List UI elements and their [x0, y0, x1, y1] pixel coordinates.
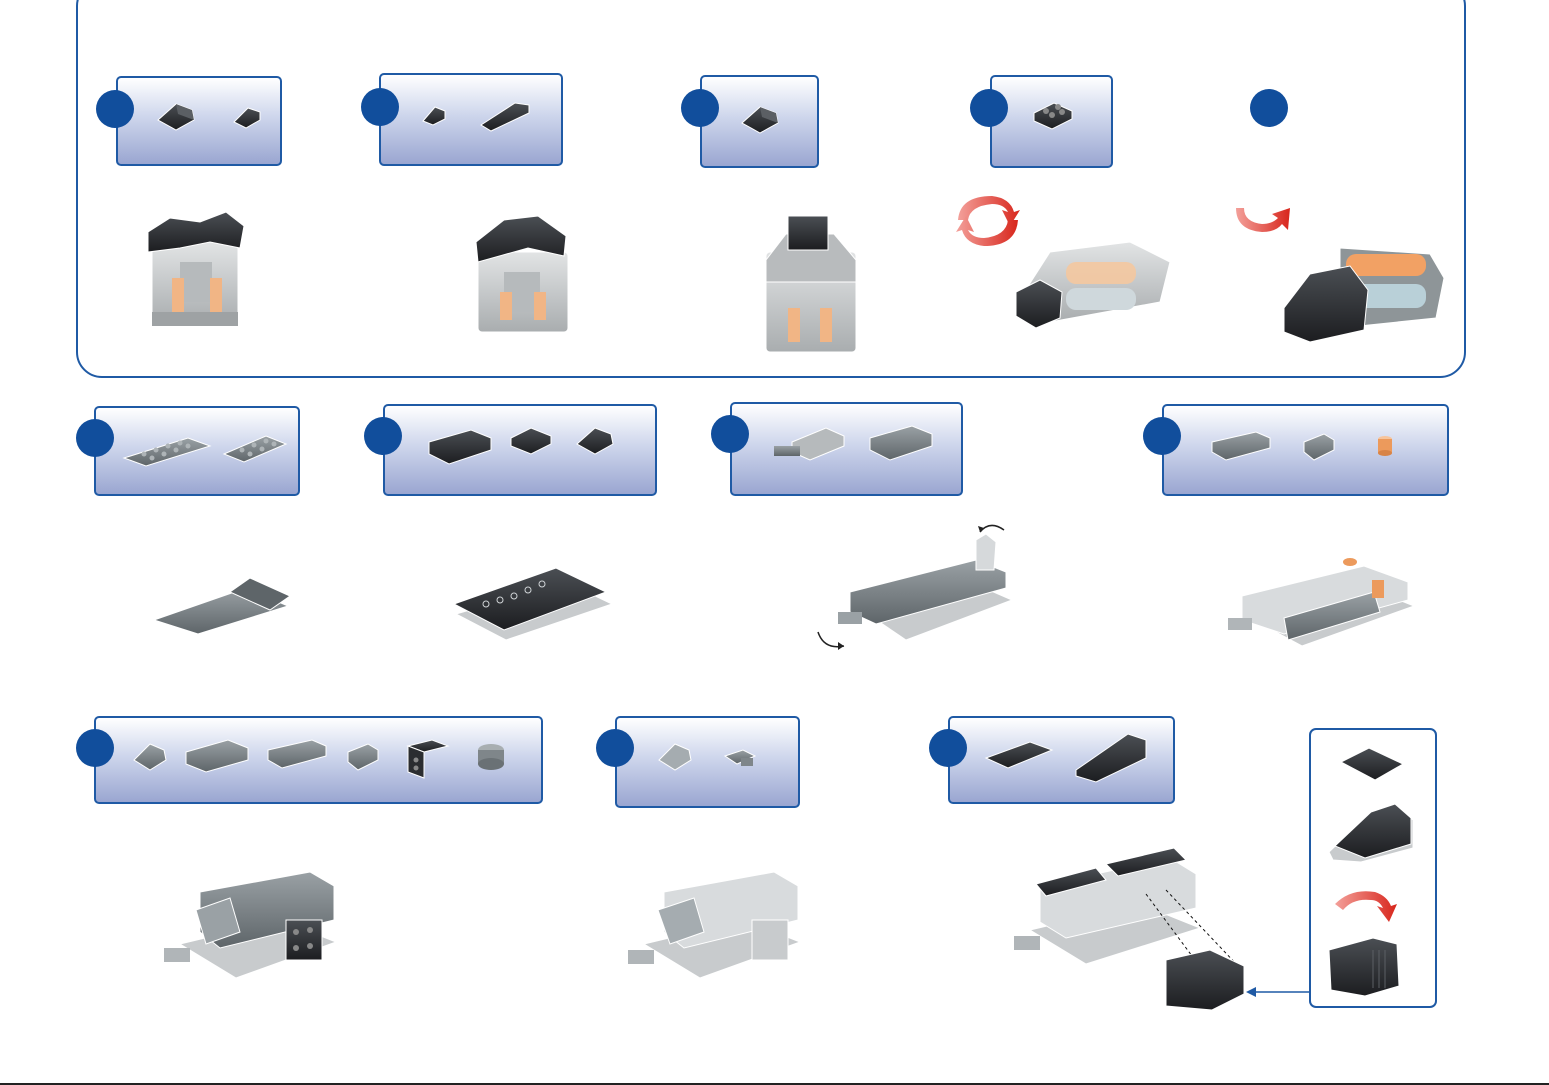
step-number-badge	[1143, 417, 1181, 455]
brick-2x4-grey-piece	[868, 422, 934, 464]
step-number-badge	[364, 417, 402, 455]
slope-2x2-black-piece	[573, 422, 617, 458]
slope-2x4-black-piece	[1325, 800, 1415, 866]
bracket-black-piece	[402, 736, 452, 782]
rotate-arrow-icon	[1331, 886, 1403, 926]
parts-box-step-10	[94, 716, 543, 804]
round-2x2-grey-piece	[474, 740, 508, 774]
plate-2x4-black-piece	[984, 738, 1054, 774]
body-stage-6-model	[624, 864, 806, 982]
plate-2x2-black-piece	[509, 424, 553, 458]
step-number-badge	[96, 90, 134, 128]
parts-box-step-4	[990, 75, 1113, 168]
cockpit-model-stage-2	[468, 212, 580, 340]
sub-assembly-callout	[1309, 728, 1437, 1008]
parts-box-step-6	[94, 406, 300, 496]
parts-box-step-9	[1162, 404, 1449, 496]
slope-2x4-black-piece	[1074, 728, 1148, 784]
plate-2x4-dark-piece	[222, 432, 288, 468]
parts-box-step-12	[948, 716, 1175, 804]
cockpit-model-stage-3	[758, 212, 864, 358]
plate-2x6-dark-piece	[122, 434, 212, 470]
cockpit-model-stage-4-rotated	[1010, 232, 1176, 332]
slope-2x2-grey-piece	[130, 738, 170, 774]
slope-2x2-dark-piece	[738, 101, 782, 137]
parts-box-step-8	[730, 402, 963, 496]
cockpit-model-stage-5-rotated	[1280, 238, 1446, 344]
slope-insertion-piece	[1136, 886, 1248, 1012]
plate-2x2-dark-piece	[1030, 99, 1076, 133]
parts-box-step-11	[615, 716, 800, 808]
hinge-brick-grey-piece	[770, 422, 846, 464]
base-stage-4-model	[1224, 544, 1420, 648]
slope-1x2-dark-piece	[419, 101, 451, 129]
parts-box-step-2	[379, 73, 563, 166]
step-number-badge	[361, 88, 399, 126]
plate-2x4-black-piece	[1339, 744, 1405, 788]
brick-2x4-grey-piece	[184, 736, 250, 776]
slope-1x3-dark-piece	[477, 97, 533, 133]
parts-box-step-3	[700, 75, 819, 168]
brick-1x4-grey-piece	[266, 738, 328, 770]
step-number-badge	[929, 729, 967, 767]
body-stage-5-model	[160, 862, 342, 982]
slope-2x2-light-piece	[655, 738, 695, 774]
slope-1x2-dark-piece	[230, 102, 266, 132]
slope-assembled-black-piece	[1325, 928, 1415, 1000]
step-number-badge	[1250, 89, 1288, 127]
clip-plate-grey-piece	[723, 746, 757, 770]
step-number-badge	[970, 89, 1008, 127]
base-plate-model	[150, 574, 294, 636]
rotate-flip-arrow-icon	[1232, 194, 1294, 238]
base-stage-2-model	[446, 560, 616, 642]
step-number-badge	[76, 729, 114, 767]
brick-1x2-grey-piece	[1302, 432, 1336, 462]
pointer-arrow-icon	[1244, 984, 1314, 1000]
slope-2x2-dark-piece	[154, 98, 198, 134]
parts-box-step-1	[116, 76, 282, 166]
cockpit-model-stage-1	[140, 208, 252, 330]
step-number-badge	[76, 419, 114, 457]
parts-box-step-7	[383, 404, 657, 496]
brick-1x2-grey-piece	[346, 742, 380, 772]
brick-2x4-black-piece	[427, 426, 493, 468]
brick-1x4-grey-piece	[1210, 430, 1272, 462]
step-number-badge	[711, 415, 749, 453]
round-1x1-orange-piece	[1376, 434, 1394, 458]
step-number-badge	[681, 89, 719, 127]
step-number-badge	[596, 729, 634, 767]
base-stage-3-model	[836, 530, 1018, 646]
